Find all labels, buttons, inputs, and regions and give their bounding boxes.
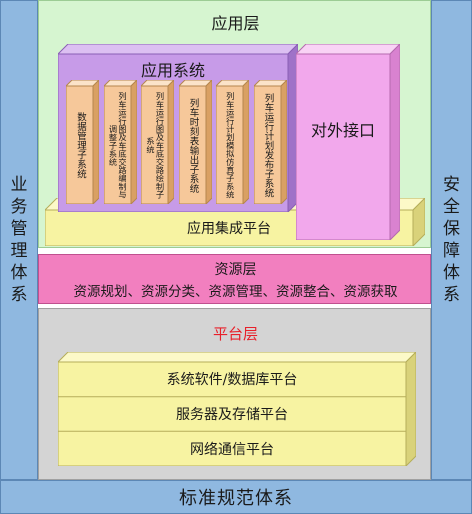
subsystem-card-shape	[103, 80, 137, 204]
subsystem-card-shape	[141, 80, 174, 204]
platform-row-label: 系统软件/数据库平台	[166, 372, 298, 389]
subsystem-card-label: 数据管理子系统	[74, 111, 86, 179]
right-column-label: 安全保障体系	[443, 174, 460, 306]
subsystem-card-label: 列车运行图及车底交路绘制子系统	[145, 91, 165, 199]
subsystem-card-shape	[216, 80, 249, 204]
app-system-title: 应用系统	[140, 61, 205, 80]
subsystem-card-label: 列车运行计划模拟仿真子系统	[225, 91, 236, 199]
bottom-bar-standards: 标准规范体系	[0, 480, 472, 514]
subsystem-card-label: 列车运行计划发布子系统	[262, 92, 274, 198]
subsystem-card-label: 列车运行图及车底交路编制与调整子系统	[108, 91, 128, 199]
left-column-business-management: 业务管理体系	[0, 0, 38, 480]
application-layer-title: 应用层	[211, 14, 260, 33]
integration-platform-label: 应用集成平台	[187, 221, 271, 237]
external-interface-box	[296, 44, 400, 240]
platform-layer-title: 平台层	[212, 324, 258, 343]
subsystem-card-shape	[66, 80, 99, 204]
subsystem-card-shape	[253, 80, 287, 204]
resource-layer: 资源层 资源规划、资源分类、资源管理、资源整合、资源获取	[38, 254, 431, 304]
resource-layer-items: 资源规划、资源分类、资源管理、资源整合、资源获取	[73, 284, 398, 300]
platform-stack-box	[58, 352, 416, 466]
subsystem-card-shape	[178, 80, 212, 204]
bottom-bar-label: 标准规范体系	[179, 488, 293, 509]
subsystem-card-label: 列车时刻表输出子系统	[187, 97, 199, 193]
platform-row-label: 服务器及存储平台	[176, 407, 288, 424]
external-interface-label: 对外接口	[310, 121, 375, 140]
right-column-security: 安全保障体系	[431, 0, 472, 480]
left-column-label: 业务管理体系	[10, 174, 28, 306]
resource-layer-title: 资源层	[214, 262, 257, 278]
platform-row-label: 网络通信平台	[190, 441, 274, 458]
